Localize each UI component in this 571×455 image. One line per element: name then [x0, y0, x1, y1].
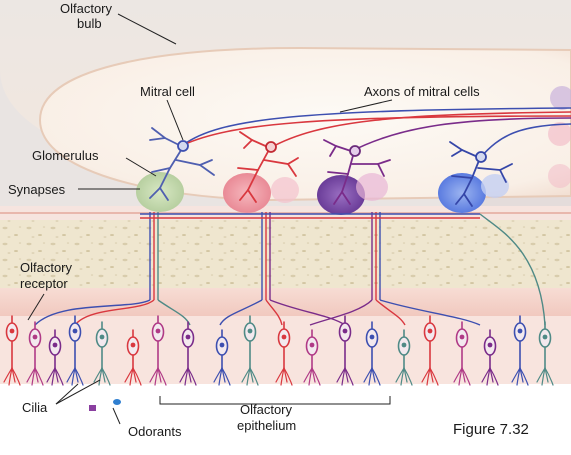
odorant-icon — [89, 405, 96, 411]
mitral-cell-icon — [149, 127, 215, 201]
figure-caption: Figure 7.32 — [453, 421, 529, 438]
receptor-cell-icon — [124, 329, 142, 386]
receptor-cell-icon — [363, 321, 381, 386]
glomeruli — [136, 172, 509, 215]
olfactory-receptors — [3, 315, 554, 386]
glomerulus-icon — [223, 173, 271, 213]
receptor-cell-icon — [481, 329, 499, 386]
receptor-cell-icon — [46, 329, 64, 386]
glomerulus-icon — [136, 172, 184, 212]
label-axons-of-mitral-cells: Axons of mitral cells — [364, 84, 480, 99]
receptor-cell-icon — [395, 329, 413, 386]
labels: Olfactory bulb Mitral cell Axons of mitr… — [8, 1, 529, 439]
label-glomerulus: Glomerulus — [32, 148, 99, 163]
label-odorants: Odorants — [128, 424, 182, 439]
label-mitral-cell: Mitral cell — [140, 84, 195, 99]
leader-lines — [27, 13, 393, 425]
lamina-propria — [0, 288, 571, 316]
odorant-icon — [113, 399, 121, 405]
cribriform-plate — [0, 220, 571, 290]
receptor-cell-icon — [66, 315, 84, 386]
label-cilia: Cilia — [22, 400, 48, 415]
receptor-cell-icon — [421, 315, 439, 386]
receptor-cell-icon — [149, 315, 167, 386]
receptor-cell-icon — [26, 321, 44, 386]
receptor-cell-icon — [336, 315, 354, 386]
receptor-cell-icon — [275, 321, 293, 386]
label-olfactory-epithelium-2: epithelium — [237, 418, 296, 433]
label-olfactory-epithelium-1: Olfactory — [240, 402, 293, 417]
mitral-cell-icon — [237, 131, 299, 203]
epithelium-bracket — [159, 396, 391, 405]
receptor-cell-icon — [93, 321, 111, 386]
receptor-cell-icon — [241, 315, 259, 386]
axons-of-mitral-cells — [182, 107, 571, 159]
mitral-cells — [149, 127, 513, 207]
receptor-cell-icon — [303, 329, 321, 386]
receptor-cell-icon — [213, 329, 231, 386]
label-synapses: Synapses — [8, 182, 66, 197]
receptor-axon-bundles — [34, 212, 546, 326]
glomerulus-icon — [438, 173, 486, 213]
label-olfactory-receptor-2: receptor — [20, 276, 68, 291]
receptor-cell-icon — [511, 315, 529, 386]
label-olfactory-receptor-1: Olfactory — [20, 260, 73, 275]
receptor-cell-icon — [3, 315, 21, 386]
mitral-cell-icon — [449, 141, 513, 207]
mitral-cell-icon — [323, 139, 391, 205]
receptor-cell-icon — [179, 321, 197, 386]
receptor-cell-icon — [453, 321, 471, 386]
label-olfactory-bulb-2: bulb — [77, 16, 102, 31]
label-olfactory-bulb-1: Olfactory — [60, 1, 113, 16]
receptor-cell-icon — [536, 321, 554, 386]
